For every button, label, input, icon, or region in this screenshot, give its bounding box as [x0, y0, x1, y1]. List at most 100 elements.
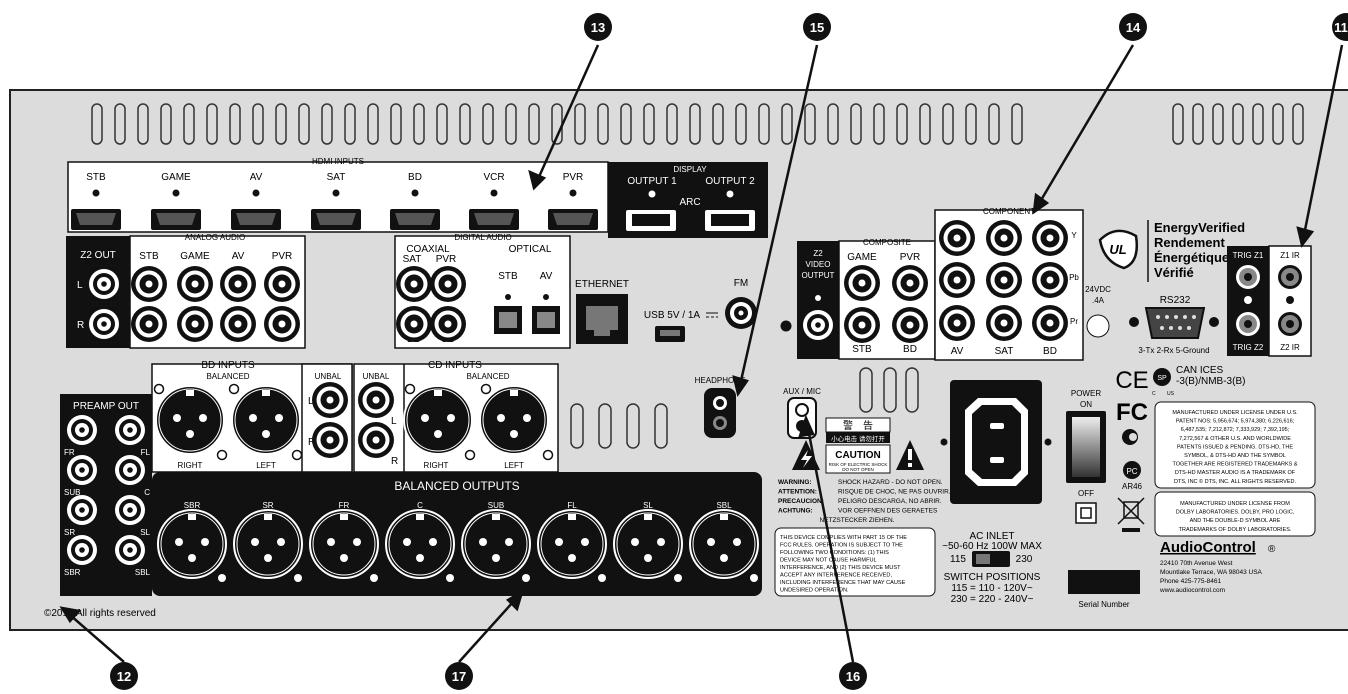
- coaxial-sat-jack[interactable]: [396, 266, 432, 302]
- energy-verified-text: EnergyVerified: [1154, 220, 1245, 235]
- rs232-port[interactable]: [1144, 307, 1206, 339]
- analog-stb-jacks[interactable]: STB: [131, 251, 167, 342]
- hdmi-vcr-input[interactable]: VCR: [469, 172, 519, 230]
- warning-line-label: PRECAUCION:: [778, 498, 824, 505]
- hdmi-sat-input[interactable]: SAT: [311, 172, 361, 230]
- ethernet-port[interactable]: [576, 294, 628, 344]
- svg-text:230: 230: [1016, 554, 1033, 565]
- svg-text:14: 14: [1126, 20, 1141, 35]
- optical-av-port[interactable]: [532, 306, 560, 334]
- fcc-line: INCLUDING INTERFERENCE THAT MAY CAUSE: [780, 580, 906, 586]
- analog-pvr-jacks[interactable]: PVR: [264, 251, 300, 342]
- preamp-sr-jack[interactable]: [67, 495, 97, 525]
- balanced-fr-output[interactable]: [309, 509, 379, 579]
- coaxial-cd-jack[interactable]: [430, 306, 466, 342]
- preamp-sbl-jack[interactable]: [115, 535, 145, 565]
- cd-balanced-left-jack[interactable]: [479, 385, 549, 455]
- svg-text:UNBAL: UNBAL: [315, 372, 342, 381]
- component-jack[interactable]: [939, 220, 975, 256]
- component-jack[interactable]: [1032, 305, 1068, 341]
- preamp-sub-jack[interactable]: [67, 455, 97, 485]
- preamp-c-jack[interactable]: [115, 455, 145, 485]
- composite-pvr-jack[interactable]: [892, 265, 928, 301]
- warning-line-text: RISQUE DE CHOC, NE PAS OUVRIR.: [838, 489, 951, 496]
- balanced-sub-output[interactable]: [461, 509, 531, 579]
- svg-text:UNBAL: UNBAL: [363, 372, 390, 381]
- cd-unbal-right-jack[interactable]: [358, 422, 394, 458]
- balanced-fl-output[interactable]: [537, 509, 607, 579]
- svg-text:AV: AV: [540, 271, 553, 282]
- z2-video-output-jack[interactable]: [803, 310, 833, 340]
- cd-balanced-right-jack[interactable]: [403, 385, 473, 455]
- composite-bd-jack[interactable]: [892, 307, 928, 343]
- coaxial-bd-jack[interactable]: [396, 306, 432, 342]
- hdmi-av-input[interactable]: AV: [231, 172, 281, 230]
- component-jack[interactable]: [939, 305, 975, 341]
- component-jack[interactable]: [986, 220, 1022, 256]
- component-jack[interactable]: [1032, 220, 1068, 256]
- preamp-sl-label: SL: [140, 528, 150, 537]
- preamp-sbr-jack[interactable]: [67, 535, 97, 565]
- voltage-selector-switch[interactable]: [972, 551, 1010, 567]
- svg-text:ANALOG AUDIO: ANALOG AUDIO: [185, 233, 245, 242]
- hdmi-game-input[interactable]: GAME: [151, 172, 201, 230]
- dolby-license-line: DOLBY LABORATORIES. DOLBY, PRO LOGIC,: [1176, 510, 1295, 516]
- optical-stb-port[interactable]: [494, 306, 522, 334]
- hdmi-stb-input[interactable]: STB: [71, 172, 121, 230]
- power-label: POWER: [1071, 389, 1101, 398]
- ac-inlet-socket[interactable]: [950, 380, 1042, 504]
- bd-unbal-right-jack[interactable]: [312, 422, 348, 458]
- hdmi-pvr-input[interactable]: PVR: [548, 172, 598, 230]
- balanced-sbl-output[interactable]: [689, 509, 759, 579]
- z1-ir-jack[interactable]: [1278, 265, 1302, 289]
- trig-z1-jack[interactable]: [1236, 265, 1260, 289]
- fm-antenna-jack[interactable]: [725, 297, 757, 329]
- power-rocker-switch[interactable]: [1066, 411, 1106, 483]
- arc-label: ARC: [679, 197, 700, 208]
- bd-balanced-right-jack[interactable]: [155, 385, 225, 455]
- composite-game-jack[interactable]: [844, 265, 880, 301]
- component-jack[interactable]: [1032, 262, 1068, 298]
- fcc-box: [774, 527, 936, 597]
- bd-balanced-left-jack[interactable]: [231, 385, 301, 455]
- trig-z2-jack[interactable]: [1236, 312, 1260, 336]
- ethernet-label: ETHERNET: [575, 279, 629, 290]
- coaxial-pvr-jack[interactable]: [430, 266, 466, 302]
- balanced-c-output[interactable]: [385, 509, 455, 579]
- svg-text:CAN ICES: CAN ICES: [1176, 365, 1224, 376]
- bd-unbal-left-jack[interactable]: [312, 382, 348, 418]
- z2-out-right-jack[interactable]: [89, 309, 119, 339]
- preamp-sl-jack[interactable]: [115, 495, 145, 525]
- balanced-sl-output[interactable]: [613, 509, 683, 579]
- svg-text:R: R: [308, 437, 315, 448]
- composite-stb-jack[interactable]: [844, 307, 880, 343]
- headphone-jack[interactable]: [704, 388, 736, 438]
- analog-av-jacks[interactable]: AV: [220, 251, 256, 342]
- usb-port[interactable]: [655, 326, 685, 342]
- analog-game-jacks[interactable]: GAME: [177, 251, 213, 342]
- balanced-sbr-output[interactable]: [157, 509, 227, 579]
- hdmi-bd-input[interactable]: BD: [390, 172, 440, 230]
- fcc-logo: FC: [1116, 399, 1148, 426]
- svg-text:RIGHT: RIGHT: [178, 461, 203, 470]
- hdmi-av-label: AV: [250, 172, 263, 183]
- component-jacks[interactable]: [939, 220, 1068, 341]
- svg-text:Rendement: Rendement: [1154, 235, 1225, 250]
- component-jack[interactable]: [986, 305, 1022, 341]
- component-jack[interactable]: [986, 262, 1022, 298]
- preamp-fr-jack[interactable]: [67, 415, 97, 445]
- cd-unbal-left-jack[interactable]: [358, 382, 394, 418]
- component-jack[interactable]: [939, 262, 975, 298]
- svg-text:Énergétique: Énergétique: [1154, 250, 1229, 265]
- fcc-line: FCC RULES. OPERATION IS SUBJECT TO THE: [780, 543, 903, 549]
- z2-ir-jack[interactable]: [1278, 312, 1302, 336]
- hdmi-input-ports[interactable]: STB GAME AV SAT BD VCR PVR: [71, 172, 598, 230]
- preamp-fl-jack[interactable]: [115, 415, 145, 445]
- balanced-sr-output[interactable]: [233, 509, 303, 579]
- z2-out-left-jack[interactable]: [89, 269, 119, 299]
- dc-power-jack[interactable]: [1086, 314, 1110, 338]
